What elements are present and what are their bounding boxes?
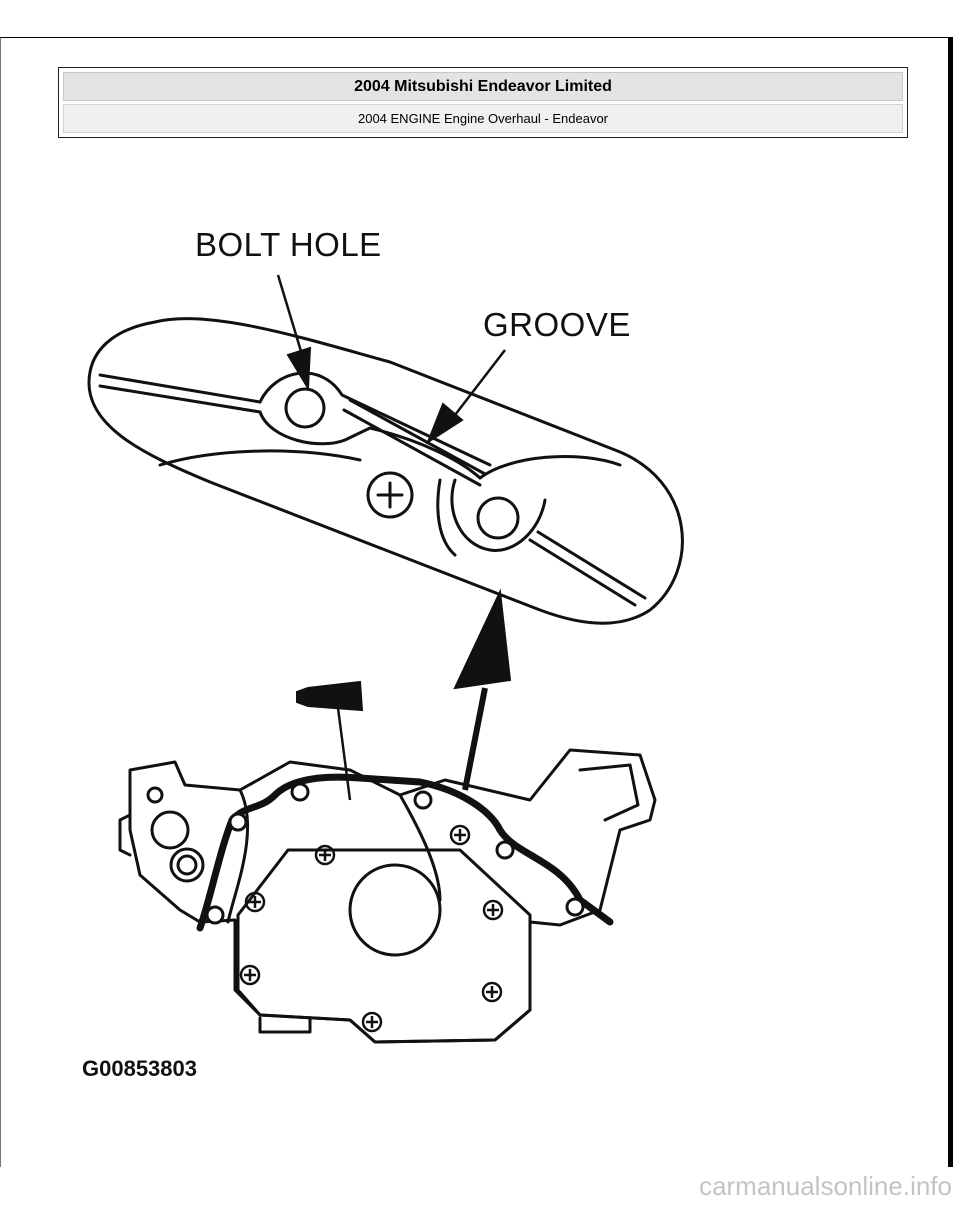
bolt-hole-label: BOLT HOLE: [195, 226, 382, 263]
sealant-bead: [196, 773, 614, 932]
pump-outline: [128, 748, 657, 1044]
groove-label: GROOVE: [483, 306, 631, 343]
oil-pump-drawing: [87, 274, 684, 1044]
page-frame: [0, 37, 953, 1167]
detail-oval: [87, 317, 684, 625]
watermark: carmanualsonline.info: [580, 1168, 960, 1205]
figure-code: G00853803: [82, 1056, 197, 1081]
oil-pump-figure: BOLT HOLE GROOVE G00853803: [60, 210, 710, 1100]
document-header: 2004 Mitsubishi Endeavor Limited 2004 EN…: [58, 67, 908, 138]
document-title: 2004 Mitsubishi Endeavor Limited: [63, 72, 903, 101]
document-subtitle: 2004 ENGINE Engine Overhaul - Endeavor: [63, 104, 903, 133]
